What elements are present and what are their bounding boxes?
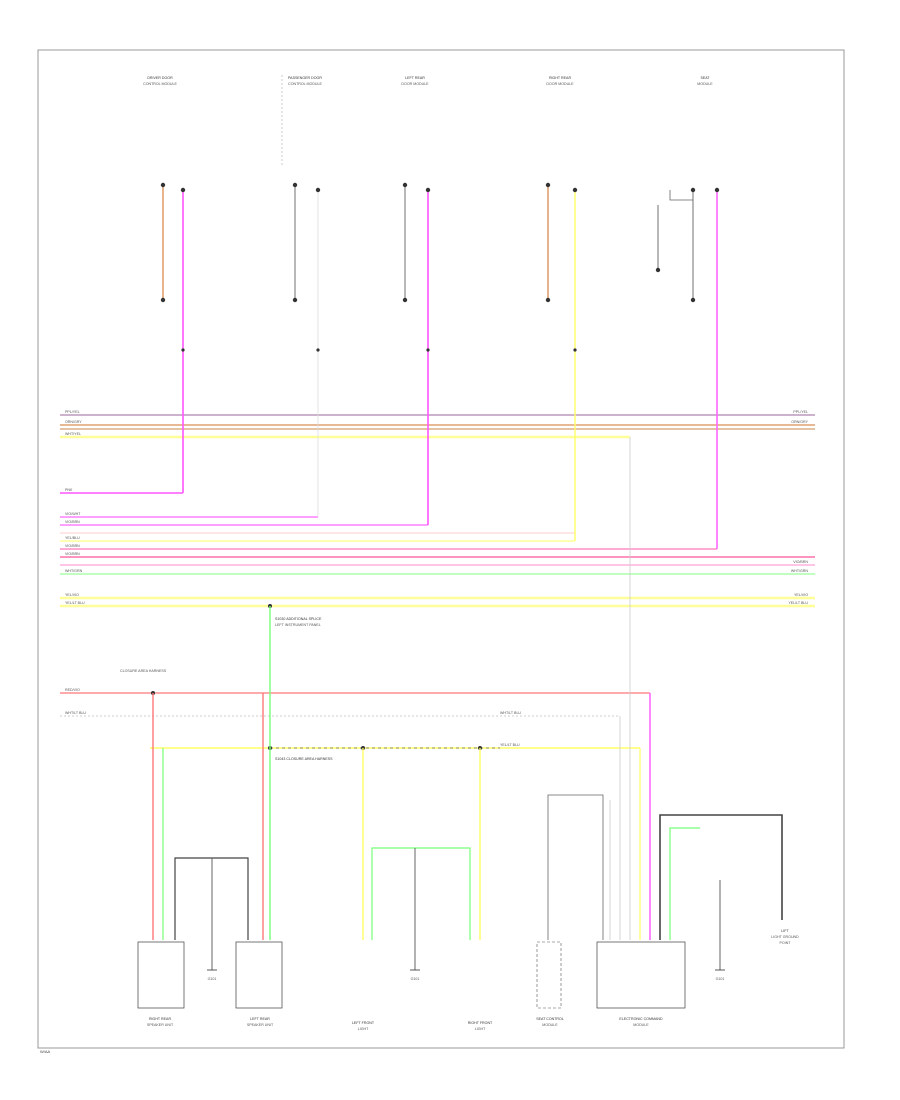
- bus-label-left-1: PPL/YEL: [65, 410, 80, 414]
- bottom-component-labels: RIGHT REAR SPEAKER UNIT LEFT REAR SPEAKE…: [147, 929, 799, 1031]
- connector-dots: [151, 182, 720, 750]
- top-comp-2-sub: CONTROL MODULE: [288, 82, 322, 86]
- bus-label-left-4: PNK: [65, 488, 73, 492]
- top-comp-1-sub: CONTROL MODULE: [143, 82, 177, 86]
- splice-upper: S1030 ADDITIONAL SPLICE: [275, 617, 322, 621]
- bus-label-right-1: PPL/YEL: [793, 410, 808, 414]
- bottom-comp-2-sub: SPEAKER UNIT: [247, 1023, 274, 1027]
- bus-label-left-5: VIO/WHT: [65, 512, 81, 516]
- splice-lower: S1043 CLOSURE AREA HARNESS: [275, 757, 333, 761]
- bus-label-left-3: WHT/YEL: [65, 432, 81, 436]
- bus-label-left-12: YEL/LT BLU: [65, 601, 85, 605]
- bus-label-left-10: WHT/GRN: [65, 569, 83, 573]
- top-comp-3-name: LEFT REAR: [405, 76, 425, 80]
- bus-label-mid-2: YEL/LT BLU: [500, 743, 520, 747]
- bus-label-left-8: VIO/BRN: [65, 544, 80, 548]
- bottom-comp-4-sub: LIGHT: [475, 1027, 486, 1031]
- comp-box-left-rear-speaker: [235, 941, 283, 1009]
- ground-label-1: G101: [208, 977, 217, 981]
- right-comp-name: LIFT: [781, 929, 789, 933]
- top-comp-3-sub: DOOR MODULE: [401, 82, 429, 86]
- bus-label-left-2: ORN/GRY: [65, 420, 82, 424]
- bus-label-left-7: YEL/BLU: [65, 536, 80, 540]
- top-comp-2-name: PASSENGER DOOR: [288, 76, 322, 80]
- top-comp-1-name: DRIVER DOOR: [147, 76, 173, 80]
- bus-label-right-3: VIO/BRN: [793, 560, 808, 564]
- comp-box-seat-control: [536, 941, 562, 1009]
- bottom-comp-4-name: RIGHT FRONT: [468, 1021, 493, 1025]
- bus-lines: [60, 414, 815, 749]
- comp-box-right-rear-speaker: [137, 941, 185, 1009]
- ground-label-2: G101: [411, 977, 420, 981]
- bottom-comp-6-name: ELECTRONIC COMMAND: [619, 1017, 663, 1021]
- bus-label-right-4: WHT/GRN: [791, 569, 809, 573]
- bottom-comp-3-name: LEFT FRONT: [352, 1021, 375, 1025]
- right-comp-sub: LIGHT GROUND: [771, 935, 799, 939]
- bottom-comp-5-sub: MODULE: [542, 1023, 558, 1027]
- bus-label-left-13: RED/VIO: [65, 688, 80, 692]
- comp-box-electronic-module: [596, 941, 686, 1009]
- top-comp-4-sub: DOOR MODULE: [546, 82, 574, 86]
- bottom-components: [137, 941, 686, 1009]
- bottom-comp-3-sub: LIGHT: [358, 1027, 369, 1031]
- top-comp-4-name: RIGHT REAR: [549, 76, 572, 80]
- top-component-labels: DRIVER DOOR CONTROL MODULE PASSENGER DOO…: [143, 76, 713, 86]
- splice-upper-note: LEFT INSTRUMENT PANEL: [275, 623, 321, 627]
- bus-label-left-9: VIO/BRN: [65, 552, 80, 556]
- vertical-wires-top: [162, 75, 718, 800]
- bottom-comp-1-name: RIGHT REAR: [149, 1017, 172, 1021]
- top-comp-5-sub: MODULE: [697, 82, 713, 86]
- bottom-comp-1-sub: SPEAKER UNIT: [147, 1023, 174, 1027]
- bus-label-left-11: YEL/VIO: [65, 593, 79, 597]
- bus-label-mid-1: WHT/LT BLU: [500, 711, 521, 715]
- bus-labels-left: PPL/YEL ORN/GRY WHT/YEL PNK VIO/WHT VIO/…: [65, 410, 86, 715]
- vertical-wires-bottom: [152, 606, 783, 970]
- bus-label-right-2: ORN/GRY: [791, 420, 808, 424]
- bottom-comp-6-sub: MODULE: [633, 1023, 649, 1027]
- bus-labels-right: PPL/YEL ORN/GRY VIO/BRN WHT/GRN YEL/VIO …: [500, 410, 809, 747]
- bottom-comp-2-name: LEFT REAR: [250, 1017, 270, 1021]
- top-comp-5-name: SEAT: [700, 76, 710, 80]
- diagram-border: [37, 49, 845, 1049]
- right-comp-sub2: POINT: [780, 941, 792, 945]
- footer-code: W/AA: [40, 1049, 51, 1054]
- bus-label-left-6: VIO/BRN: [65, 520, 80, 524]
- bus-label-right-5: YEL/VIO: [794, 593, 808, 597]
- ground-label-3: G101: [716, 977, 725, 981]
- splice-labels: S1030 ADDITIONAL SPLICE LEFT INSTRUMENT …: [120, 617, 333, 761]
- bottom-comp-5-name: SEAT CONTROL: [536, 1017, 564, 1021]
- bus-label-right-6: YEL/LT BLU: [788, 601, 808, 605]
- splice-left: CLOSURE AREA HARNESS: [120, 669, 167, 673]
- ground-labels: G101 G101 G101: [208, 977, 725, 981]
- bus-label-left-14: WHT/LT BLU: [65, 711, 86, 715]
